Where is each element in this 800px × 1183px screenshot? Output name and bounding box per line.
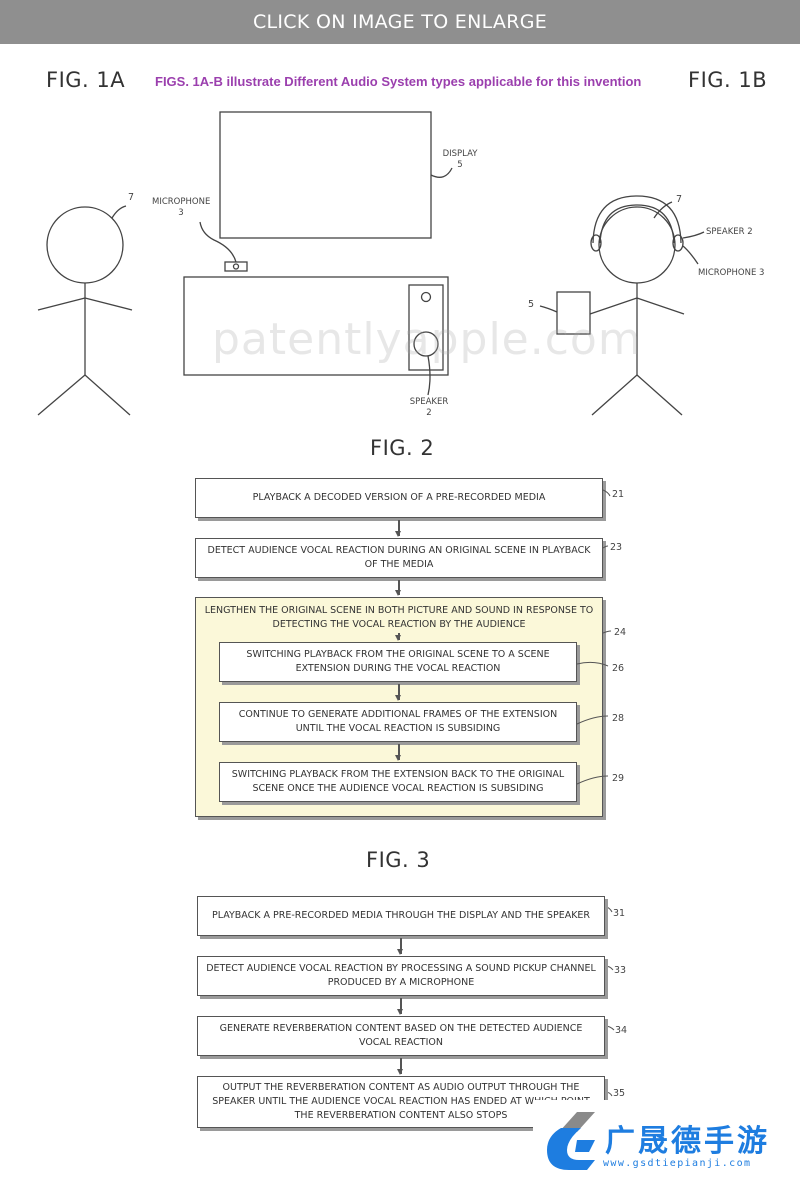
fig3-ref-31: 31 <box>613 908 626 919</box>
fig3-ref-35: 35 <box>613 1088 626 1099</box>
person-b-ref: 7 <box>676 194 683 205</box>
fig3-ref-34: 34 <box>615 1025 628 1036</box>
person-a-ref: 7 <box>128 192 135 203</box>
site-logo[interactable]: 广晟德手游 www.gsdtiepianji.com <box>533 1100 800 1183</box>
fig3-arrow <box>397 938 403 955</box>
fig2-step-21: PLAYBACK A DECODED VERSION OF A PRE-RECO… <box>195 478 603 518</box>
microphone-label: MICROPHONE 3 <box>152 197 211 218</box>
watermark: patentlyapple.com <box>212 314 642 365</box>
fig-2-title: FIG. 2 <box>370 436 435 460</box>
microphone-b-label: MICROPHONE 3 <box>698 268 765 278</box>
fig3-arrow <box>397 1058 403 1075</box>
fig-1a-title: FIG. 1A <box>46 68 126 92</box>
fig-1b-title: FIG. 1B <box>688 68 768 92</box>
handheld-device <box>539 291 591 335</box>
fig2-arrow <box>395 520 401 537</box>
person-a-figure <box>37 205 133 416</box>
fig2-arrow <box>395 744 401 761</box>
logo-url: www.gsdtiepianji.com <box>603 1158 752 1169</box>
fig2-substep-28: CONTINUE TO GENERATE ADDITIONAL FRAMES O… <box>219 702 577 742</box>
enlarge-banner-text: CLICK ON IMAGE TO ENLARGE <box>252 11 548 33</box>
fig2-ref-29: 29 <box>612 773 625 784</box>
speaker-b-label: SPEAKER 2 <box>706 227 753 237</box>
person-b-figure <box>589 195 705 416</box>
fig2-substep-26: SWITCHING PLAYBACK FROM THE ORIGINAL SCE… <box>219 642 577 682</box>
display-label: DISPLAY 5 <box>442 149 478 170</box>
fig3-arrow <box>397 998 403 1015</box>
fig2-arrow <box>395 633 401 641</box>
fig2-arrow <box>395 684 401 701</box>
fig3-step-31: PLAYBACK A PRE-RECORDED MEDIA THROUGH TH… <box>197 896 605 936</box>
fig-3-title: FIG. 3 <box>366 848 431 872</box>
fig2-ref-28: 28 <box>612 713 625 724</box>
logo-mark-icon <box>547 1112 595 1170</box>
speaker-unit <box>183 276 449 396</box>
speaker-label: SPEAKER 2 <box>409 397 449 418</box>
fig-1-drawing <box>37 111 705 416</box>
figure-caption: FIGS. 1A-B illustrate Different Audio Sy… <box>155 74 642 89</box>
fig2-substep-29: SWITCHING PLAYBACK FROM THE EXTENSION BA… <box>219 762 577 802</box>
fig3-ref-33: 33 <box>614 965 627 976</box>
fig2-arrow <box>395 580 401 596</box>
fig3-step-34: GENERATE REVERBERATION CONTENT BASED ON … <box>197 1016 605 1056</box>
display-screen <box>219 111 453 239</box>
logo-name: 广晟德手游 <box>605 1124 770 1159</box>
device-ref: 5 <box>528 299 535 310</box>
fig2-ref-26: 26 <box>612 663 625 674</box>
fig2-ref-24: 24 <box>614 627 627 638</box>
fig2-step-23: DETECT AUDIENCE VOCAL REACTION DURING AN… <box>195 538 603 578</box>
fig3-step-33: DETECT AUDIENCE VOCAL REACTION BY PROCES… <box>197 956 605 996</box>
fig2-ref-23: 23 <box>610 542 623 553</box>
microphone-device <box>199 221 248 272</box>
enlarge-banner[interactable]: CLICK ON IMAGE TO ENLARGE <box>0 0 800 44</box>
fig2-ref-21: 21 <box>612 489 625 500</box>
